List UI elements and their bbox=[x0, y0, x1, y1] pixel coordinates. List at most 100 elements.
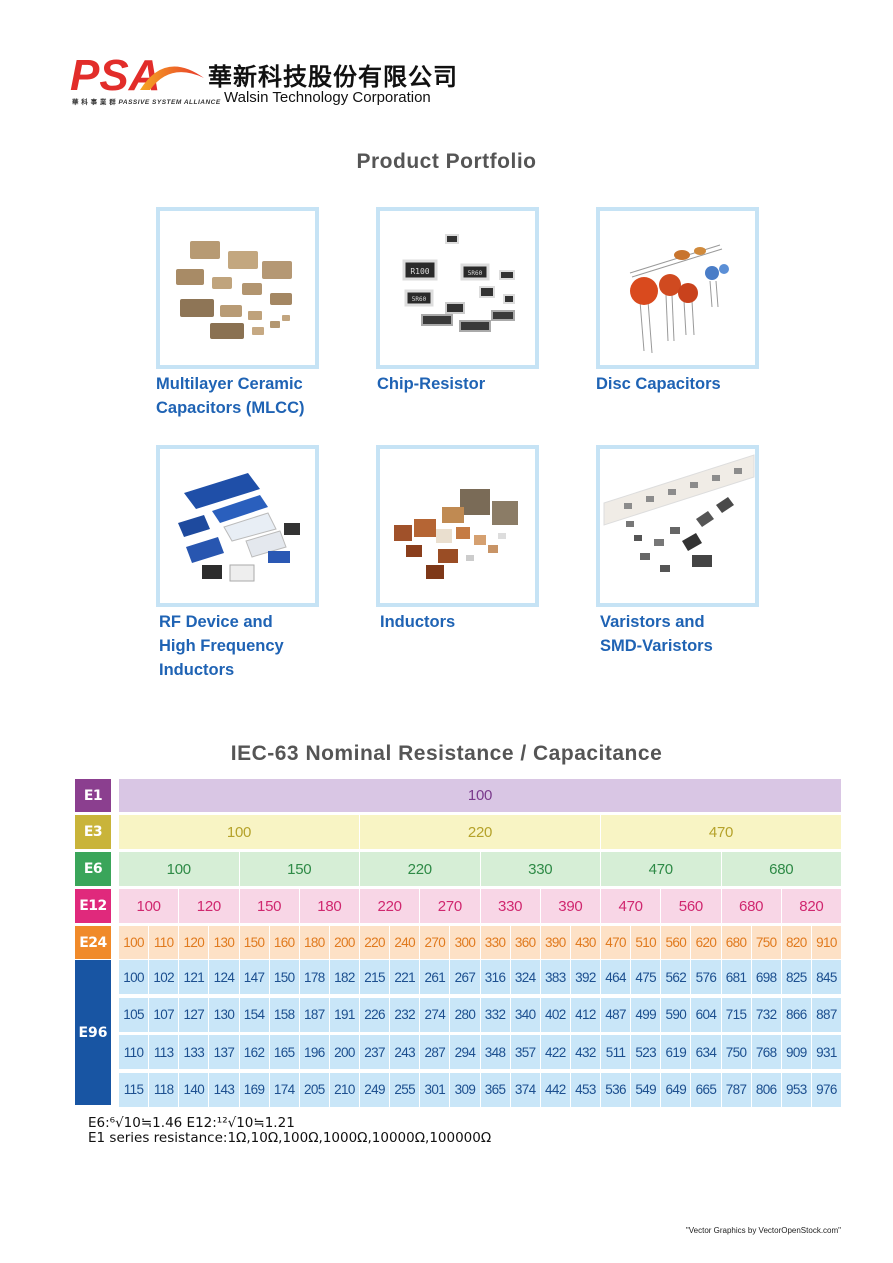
value-cell: 768 bbox=[752, 1035, 782, 1070]
value-cell: 365 bbox=[481, 1072, 511, 1107]
value-cell: 620 bbox=[691, 926, 722, 959]
value-cell: 220 bbox=[360, 815, 601, 849]
value-cell: 422 bbox=[541, 1035, 571, 1070]
value-cell: 130 bbox=[209, 997, 240, 1032]
value-cell: 240 bbox=[390, 926, 421, 959]
value-cell: 270 bbox=[420, 926, 451, 959]
value-cell: 549 bbox=[631, 1072, 662, 1107]
value-cell: 845 bbox=[816, 969, 837, 985]
value-cell: 191 bbox=[330, 997, 360, 1032]
value-cell: 825 bbox=[782, 960, 812, 994]
value-cell: 332 bbox=[481, 997, 511, 1032]
value-cell: 680 bbox=[769, 860, 794, 878]
product-card-varistors[interactable] bbox=[596, 445, 759, 607]
product-label-chip-resistor: Chip-Resistor bbox=[377, 375, 486, 393]
value-cell: 976 bbox=[816, 1082, 837, 1098]
value-cell: 261 bbox=[420, 960, 451, 994]
value-cell: 750 bbox=[752, 926, 782, 959]
value-cell: 357 bbox=[511, 1035, 541, 1070]
value-cell: 110 bbox=[149, 926, 180, 959]
value-cell: 604 bbox=[691, 997, 722, 1032]
value-cell: 499 bbox=[631, 997, 662, 1032]
value-cell: 180 bbox=[300, 926, 330, 959]
value-cell: 221 bbox=[390, 960, 421, 994]
value-cell: 232 bbox=[390, 997, 421, 1032]
logo-subtitle-cn: 華 科 事 業 群 bbox=[72, 99, 117, 106]
value-cell: 649 bbox=[661, 1072, 692, 1107]
value-cell: 470 bbox=[708, 823, 734, 841]
rf-device-image bbox=[178, 473, 300, 582]
value-cell: 270 bbox=[420, 889, 481, 923]
value-cell: 536 bbox=[601, 1072, 632, 1107]
table-title: IEC-63 Nominal Resistance / Capacitance bbox=[230, 742, 663, 765]
value-cell: 100 bbox=[119, 852, 240, 886]
value-cell: 294 bbox=[450, 1035, 481, 1070]
value-cell: 360 bbox=[511, 926, 541, 959]
value-cell: 187 bbox=[300, 997, 330, 1032]
value-cell: 619 bbox=[661, 1035, 692, 1070]
product-label-inductors: Inductors bbox=[380, 613, 456, 631]
value-cell: 430 bbox=[571, 926, 601, 959]
row-label-e1: E1 bbox=[75, 779, 111, 812]
portfolio-title: Product Portfolio bbox=[356, 150, 537, 173]
value-cell: 127 bbox=[179, 997, 210, 1032]
value-cell: 820 bbox=[799, 897, 824, 915]
value-cell: 887 bbox=[816, 1007, 837, 1023]
value-cell: 110 bbox=[119, 1035, 150, 1070]
value-cell: 249 bbox=[360, 1072, 391, 1107]
value-cell: 150 bbox=[240, 889, 300, 923]
product-card-chip-resistor[interactable]: R100 5R60 5R60 bbox=[376, 207, 539, 369]
value-cell: 165 bbox=[270, 1035, 300, 1070]
value-cell: 220 bbox=[360, 926, 391, 959]
value-cell: 510 bbox=[631, 926, 662, 959]
logo-subtitle: 華 科 事 業 群 PASSIVE SYSTEM ALLIANCE bbox=[72, 96, 221, 106]
chip-resistor-image: R100 5R60 5R60 bbox=[402, 234, 515, 332]
value-cell: 174 bbox=[270, 1072, 300, 1107]
value-cell: 787 bbox=[722, 1072, 752, 1107]
product-card-mlcc[interactable] bbox=[156, 207, 319, 369]
value-cell: 698 bbox=[752, 960, 782, 994]
value-cell: 750 bbox=[722, 1035, 752, 1070]
value-cell: 634 bbox=[691, 1035, 722, 1070]
value-cell: 100 bbox=[119, 926, 150, 959]
value-cell: 274 bbox=[420, 997, 451, 1032]
value-cell: 374 bbox=[511, 1072, 541, 1107]
value-cell: 140 bbox=[179, 1072, 210, 1107]
value-cell: 560 bbox=[661, 889, 722, 923]
value-cell: 143 bbox=[209, 1072, 240, 1107]
value-cell: 866 bbox=[782, 997, 812, 1032]
value-cell: 200 bbox=[330, 1035, 360, 1070]
value-cell: 162 bbox=[240, 1035, 270, 1070]
ratio-note: E6:⁶√10≒1.46 E12:¹²√10≒1.21 bbox=[88, 1115, 295, 1131]
product-label-mlcc: Multilayer Ceramic Capacitors (MLCC) bbox=[156, 375, 305, 417]
row-label-e24: E24 bbox=[75, 926, 111, 959]
value-cell: 210 bbox=[330, 1072, 360, 1107]
value-cell: 464 bbox=[601, 960, 632, 994]
product-card-disc-capacitors[interactable] bbox=[596, 207, 759, 369]
value-cell: 196 bbox=[300, 1035, 330, 1070]
row-label-e6: E6 bbox=[75, 852, 111, 886]
value-cell: 220 bbox=[360, 852, 481, 886]
value-cell: 100 bbox=[119, 960, 150, 994]
value-cell: 180 bbox=[300, 889, 360, 923]
value-cell: 523 bbox=[631, 1035, 662, 1070]
product-card-inductors[interactable] bbox=[376, 445, 539, 607]
value-cell: 100 bbox=[119, 889, 180, 923]
value-cell: 154 bbox=[240, 997, 270, 1032]
value-cell: 681 bbox=[722, 960, 752, 994]
value-cell: 470 bbox=[601, 889, 662, 923]
value-cell: 267 bbox=[450, 960, 481, 994]
row-label-e12: E12 bbox=[75, 889, 111, 923]
value-cell: 330 bbox=[481, 926, 511, 959]
value-cell: 330 bbox=[481, 852, 601, 886]
value-cell: 680 bbox=[722, 926, 752, 959]
value-cell: 715 bbox=[722, 997, 752, 1032]
product-card-rf-device[interactable] bbox=[156, 445, 319, 607]
psa-logo: PSA bbox=[70, 56, 204, 96]
value-cell: 220 bbox=[360, 889, 421, 923]
